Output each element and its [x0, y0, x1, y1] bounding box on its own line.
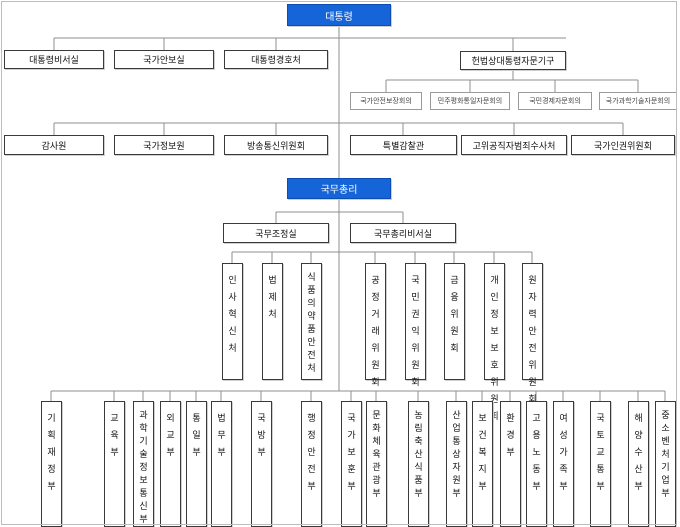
security-service-box[interactable]: 대통령경호처 [224, 50, 328, 69]
org-unit-box[interactable]: 교육부 [104, 401, 125, 527]
org-unit-box[interactable]: 중소벤처기업부 [655, 401, 676, 527]
advisory-title-box[interactable]: 헌법상대통령자문기구 [460, 51, 566, 70]
org-unit-box[interactable]: 기획재정부 [41, 401, 62, 527]
org-unit-label: 산업통상자원부 [452, 411, 461, 499]
org-unit-box[interactable]: 공정거래위원회 [365, 263, 386, 388]
cio-box[interactable]: 고위공직자범죄수사처 [461, 135, 567, 155]
org-unit-label: 해양수산부 [634, 414, 643, 492]
org-unit-box[interactable]: 여성가족부 [553, 401, 574, 527]
org-unit-label: 고용노동부 [532, 414, 541, 492]
org-unit-label: 농림축산식품부 [414, 411, 423, 499]
org-unit-box[interactable]: 환경부 [500, 401, 521, 527]
audit-box[interactable]: 감사원 [4, 135, 104, 155]
org-unit-label: 공정거래위원회 [371, 276, 380, 388]
org-unit-box[interactable]: 국방부 [251, 401, 272, 527]
org-unit-label: 환경부 [506, 414, 515, 458]
org-unit-label: 과학기술정보통신부 [139, 411, 148, 525]
org-unit-box[interactable]: 법무부 [211, 401, 232, 527]
coordination-office-box[interactable]: 국무조정실 [223, 223, 329, 243]
advisory-box[interactable]: 국가과학기술자문회의 [599, 92, 677, 110]
special-inspector-box[interactable]: 특별감찰관 [350, 135, 457, 155]
intelligence-box[interactable]: 국가정보원 [114, 135, 214, 155]
pm-secretariat-box[interactable]: 국무총리비서실 [350, 223, 456, 243]
advisory-box[interactable]: 국가안전보장회의 [350, 92, 422, 110]
org-unit-label: 외교부 [166, 414, 175, 458]
secretariat-box[interactable]: 대통령비서실 [4, 50, 104, 69]
org-unit-label: 법제처 [268, 276, 277, 320]
org-unit-label: 국민권익위원회 [411, 276, 420, 388]
org-unit-label: 식품의약품안전처 [307, 273, 316, 374]
org-unit-label: 기획재정부 [47, 414, 56, 492]
org-unit-label: 인사혁신처 [228, 276, 237, 354]
org-unit-box[interactable]: 국토교통부 [590, 401, 611, 527]
org-unit-label: 금융위원회 [450, 276, 459, 354]
human-rights-box[interactable]: 국가인권위원회 [571, 135, 675, 155]
org-unit-box[interactable]: 통일부 [186, 401, 207, 527]
org-unit-box[interactable]: 금융위원회 [444, 263, 465, 380]
org-unit-box[interactable]: 개인정보보호위원회 [484, 263, 505, 422]
national-security-box[interactable]: 국가안보실 [114, 50, 214, 69]
org-unit-box[interactable]: 보건복지부 [472, 401, 493, 527]
org-unit-label: 교육부 [110, 414, 119, 458]
org-unit-box[interactable]: 과학기술정보통신부 [133, 401, 154, 527]
org-unit-box[interactable]: 행정안전부 [301, 401, 322, 527]
org-unit-label: 문화체육관광부 [372, 411, 381, 499]
org-unit-label: 국가보훈부 [347, 414, 356, 492]
president-box[interactable]: 대통령 [287, 4, 391, 26]
org-unit-box[interactable]: 법제처 [262, 263, 283, 380]
advisory-box[interactable]: 민주평화통일자문회의 [430, 92, 510, 110]
org-unit-box[interactable]: 외교부 [160, 401, 181, 527]
org-unit-label: 통일부 [192, 414, 201, 458]
org-unit-box[interactable]: 원자력안전위원회 [522, 263, 543, 405]
org-unit-box[interactable]: 식품의약품안전처 [301, 263, 322, 380]
org-unit-label: 보건복지부 [478, 414, 487, 492]
org-unit-box[interactable]: 고용노동부 [526, 401, 547, 527]
org-unit-box[interactable]: 국민권익위원회 [405, 263, 426, 388]
org-unit-box[interactable]: 문화체육관광부 [366, 401, 387, 527]
advisory-box[interactable]: 국민경제자문회의 [518, 92, 592, 110]
org-unit-label: 국방부 [257, 414, 266, 458]
org-unit-box[interactable]: 인사혁신처 [222, 263, 243, 380]
org-unit-label: 국토교통부 [596, 414, 605, 492]
prime-minister-box[interactable]: 국무총리 [287, 178, 391, 199]
org-unit-label: 법무부 [217, 414, 226, 458]
org-unit-box[interactable]: 해양수산부 [628, 401, 649, 527]
org-unit-box[interactable]: 국가보훈부 [341, 401, 362, 527]
broadcasting-box[interactable]: 방송통신위원회 [224, 135, 328, 155]
org-unit-label: 원자력안전위원회 [528, 276, 537, 405]
org-unit-box[interactable]: 농림축산식품부 [408, 401, 429, 527]
org-unit-label: 행정안전부 [307, 414, 316, 492]
org-unit-label: 중소벤처기업부 [661, 411, 670, 499]
org-unit-label: 개인정보보호위원회 [490, 276, 499, 422]
org-unit-box[interactable]: 산업통상자원부 [446, 401, 467, 527]
org-unit-label: 여성가족부 [559, 414, 568, 492]
